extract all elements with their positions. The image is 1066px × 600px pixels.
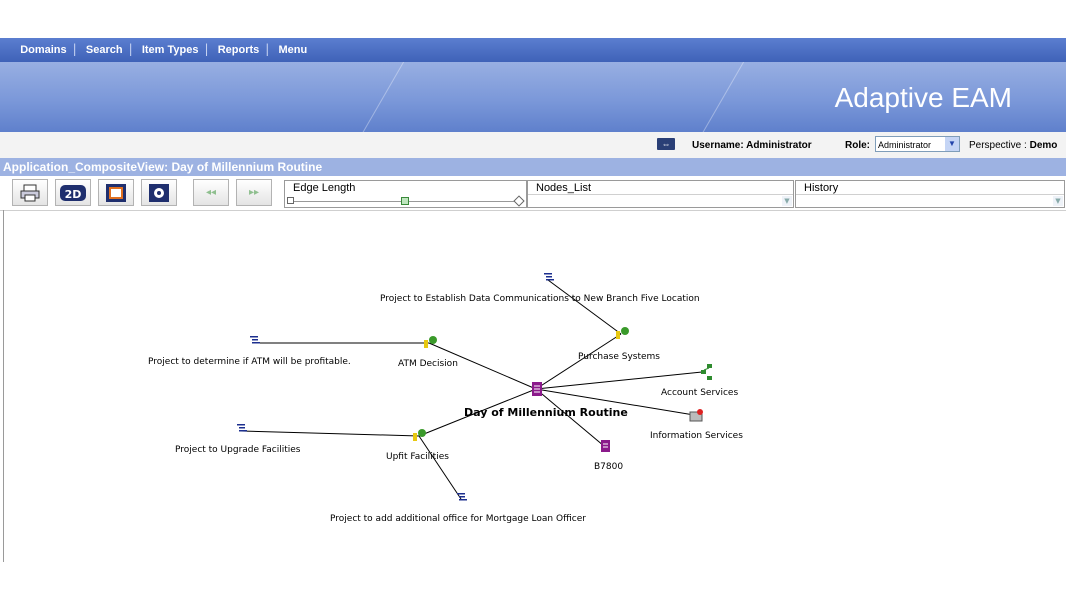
perspective: Perspective : Demo [969, 140, 1057, 151]
nodes-list-label: Nodes_List [536, 182, 592, 194]
role-select[interactable]: Administrator ▼ [875, 136, 960, 152]
edge-center-account [535, 371, 703, 390]
top-nav: Domains| Search| Item Types| Reports| Me… [0, 38, 1066, 62]
edge-length-panel: Edge Length [284, 180, 527, 208]
print-button[interactable] [12, 179, 48, 206]
nodes-list-panel: Nodes_List ▼ [527, 180, 794, 208]
nav-item-types[interactable]: Item Types [141, 44, 199, 56]
history-select[interactable]: ▼ [796, 194, 1064, 207]
edge-length-slider-thumb[interactable] [401, 197, 409, 205]
forward-arrow-icon: ▸▸ [248, 187, 260, 198]
node-label[interactable]: Information Services [650, 431, 743, 441]
brand-title: Adaptive EAM [834, 82, 1012, 113]
nav-reports[interactable]: Reports [217, 44, 260, 56]
edge-length-label: Edge Length [293, 182, 356, 194]
account-node-icon [701, 364, 712, 380]
project-node-icon [237, 273, 554, 501]
switch-icon[interactable]: ⇔ [657, 138, 675, 150]
settings-button[interactable] [141, 179, 177, 206]
username-label: Username: Administrator [692, 140, 812, 151]
center-node-icon [532, 382, 542, 396]
svg-text:2D: 2D [65, 188, 82, 201]
chevron-down-icon[interactable]: ▼ [1053, 196, 1063, 206]
nav-domains[interactable]: Domains [20, 44, 67, 56]
b7800-node-icon [601, 440, 610, 452]
edge-center-atm [428, 342, 537, 390]
header-banner: Adaptive EAM [0, 62, 1066, 132]
edge-purchase-project [547, 279, 622, 335]
view-2d-button[interactable]: 2D [55, 179, 91, 206]
node-label[interactable]: Project to determine if ATM will be prof… [148, 357, 351, 367]
role-label: Role: [845, 140, 870, 151]
edge-upfit-project [240, 430, 420, 437]
edge-center-info [535, 388, 695, 416]
frame-icon [106, 183, 126, 202]
node-label[interactable]: Project to add additional office for Mor… [330, 514, 586, 524]
slider-max-marker [513, 195, 525, 207]
edge-center-upfit [418, 388, 537, 437]
graph-toolbar: 2D ◂◂ ▸▸ Edge Length Nodes_List ▼ Histo [0, 176, 1066, 211]
edge-center-purchase [535, 333, 622, 390]
printer-icon [20, 184, 40, 201]
2d-icon: 2D [60, 184, 86, 201]
center-node-label[interactable]: Day of Millennium Routine [464, 406, 628, 419]
node-label[interactable]: ATM Decision [398, 359, 458, 369]
graph-canvas[interactable]: Project to Establish Data Communications… [3, 210, 1066, 562]
node-label[interactable]: Purchase Systems [578, 352, 660, 362]
perspective-value: Demo [1029, 140, 1058, 151]
nav-search[interactable]: Search [85, 44, 123, 56]
edge-upfit-mortgage [418, 435, 462, 500]
edge-center-b7800 [535, 388, 605, 447]
gear-icon [149, 183, 169, 202]
slider-min-marker [287, 197, 294, 204]
decision-node-icon [413, 327, 629, 441]
forward-button[interactable]: ▸▸ [236, 179, 272, 206]
user-bar: ⇔ Username: Administrator Role: Administ… [0, 132, 1066, 159]
perspective-label: Perspective : [969, 140, 1027, 151]
node-label[interactable]: Upfit Facilities [386, 452, 449, 462]
node-label[interactable]: Account Services [661, 388, 739, 398]
node-label[interactable]: Project to Upgrade Facilities [175, 445, 301, 455]
nav-menu[interactable]: Menu [278, 44, 308, 56]
node-label[interactable]: B7800 [594, 462, 624, 472]
chevron-down-icon[interactable]: ▼ [782, 196, 792, 206]
info-node-icon [689, 409, 703, 422]
node-label[interactable]: Project to Establish Data Communications… [380, 294, 700, 304]
chevron-down-icon[interactable]: ▼ [945, 137, 959, 151]
history-label: History [804, 182, 839, 194]
back-arrow-icon: ◂◂ [205, 187, 217, 198]
back-button[interactable]: ◂◂ [193, 179, 229, 206]
view-title: Application_CompositeView: Day of Millen… [0, 158, 1066, 176]
history-panel: History ▼ [795, 180, 1065, 208]
frame-button[interactable] [98, 179, 134, 206]
role-select-value: Administrator [878, 140, 932, 150]
nodes-list-select[interactable]: ▼ [528, 194, 793, 207]
graph-edges [237, 273, 712, 501]
